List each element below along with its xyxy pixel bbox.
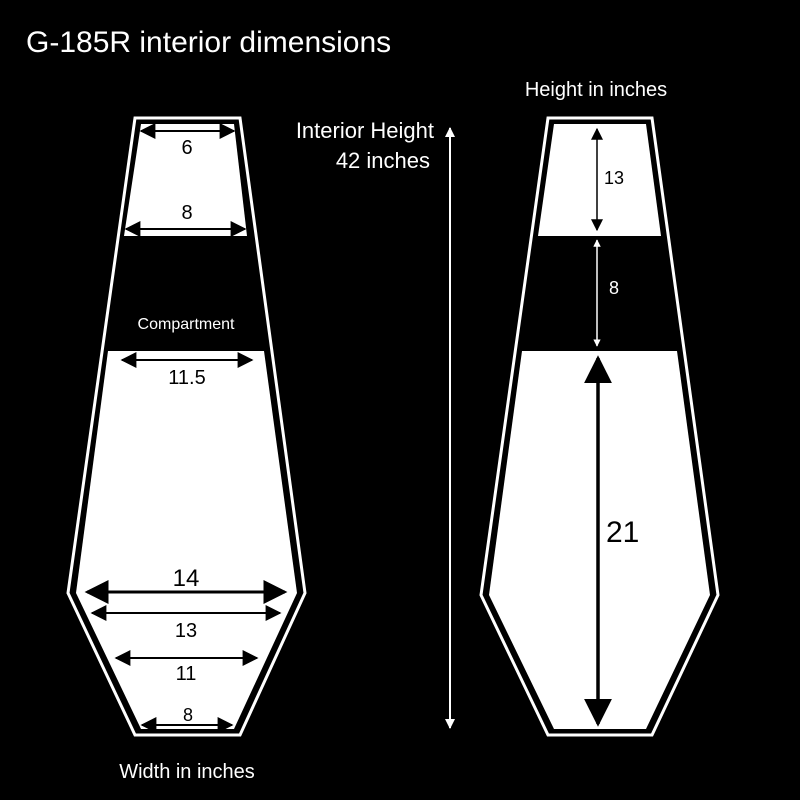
right-coffin-diagram: 13 8 21 (479, 116, 720, 737)
width-label-1: 6 (181, 137, 192, 159)
interior-height-label: Interior Height (296, 118, 434, 143)
left-coffin-diagram: 6 8 Compartment 11.5 14 13 11 8 (66, 116, 307, 737)
left-top-section (124, 124, 247, 236)
width-label-5: 13 (175, 620, 197, 642)
compartment-label: Compartment (138, 316, 235, 333)
page-title: G-185R interior dimensions (26, 26, 391, 59)
width-label-4: 14 (173, 565, 200, 592)
left-bottom-section (76, 351, 297, 729)
right-top-section (538, 124, 661, 236)
width-label-7: 8 (183, 705, 193, 725)
height-label-1: 13 (604, 168, 624, 188)
height-label-2: 8 (609, 278, 619, 298)
height-label-3: 21 (606, 516, 639, 549)
width-label-3: 11.5 (168, 367, 205, 389)
width-caption: Width in inches (119, 761, 255, 783)
height-caption: Height in inches (525, 79, 667, 101)
interior-height-value: 42 inches (336, 148, 430, 173)
width-label-6: 11 (176, 663, 197, 685)
width-label-2: 8 (181, 202, 192, 224)
interior-height-indicator: Interior Height 42 inches (296, 118, 455, 729)
